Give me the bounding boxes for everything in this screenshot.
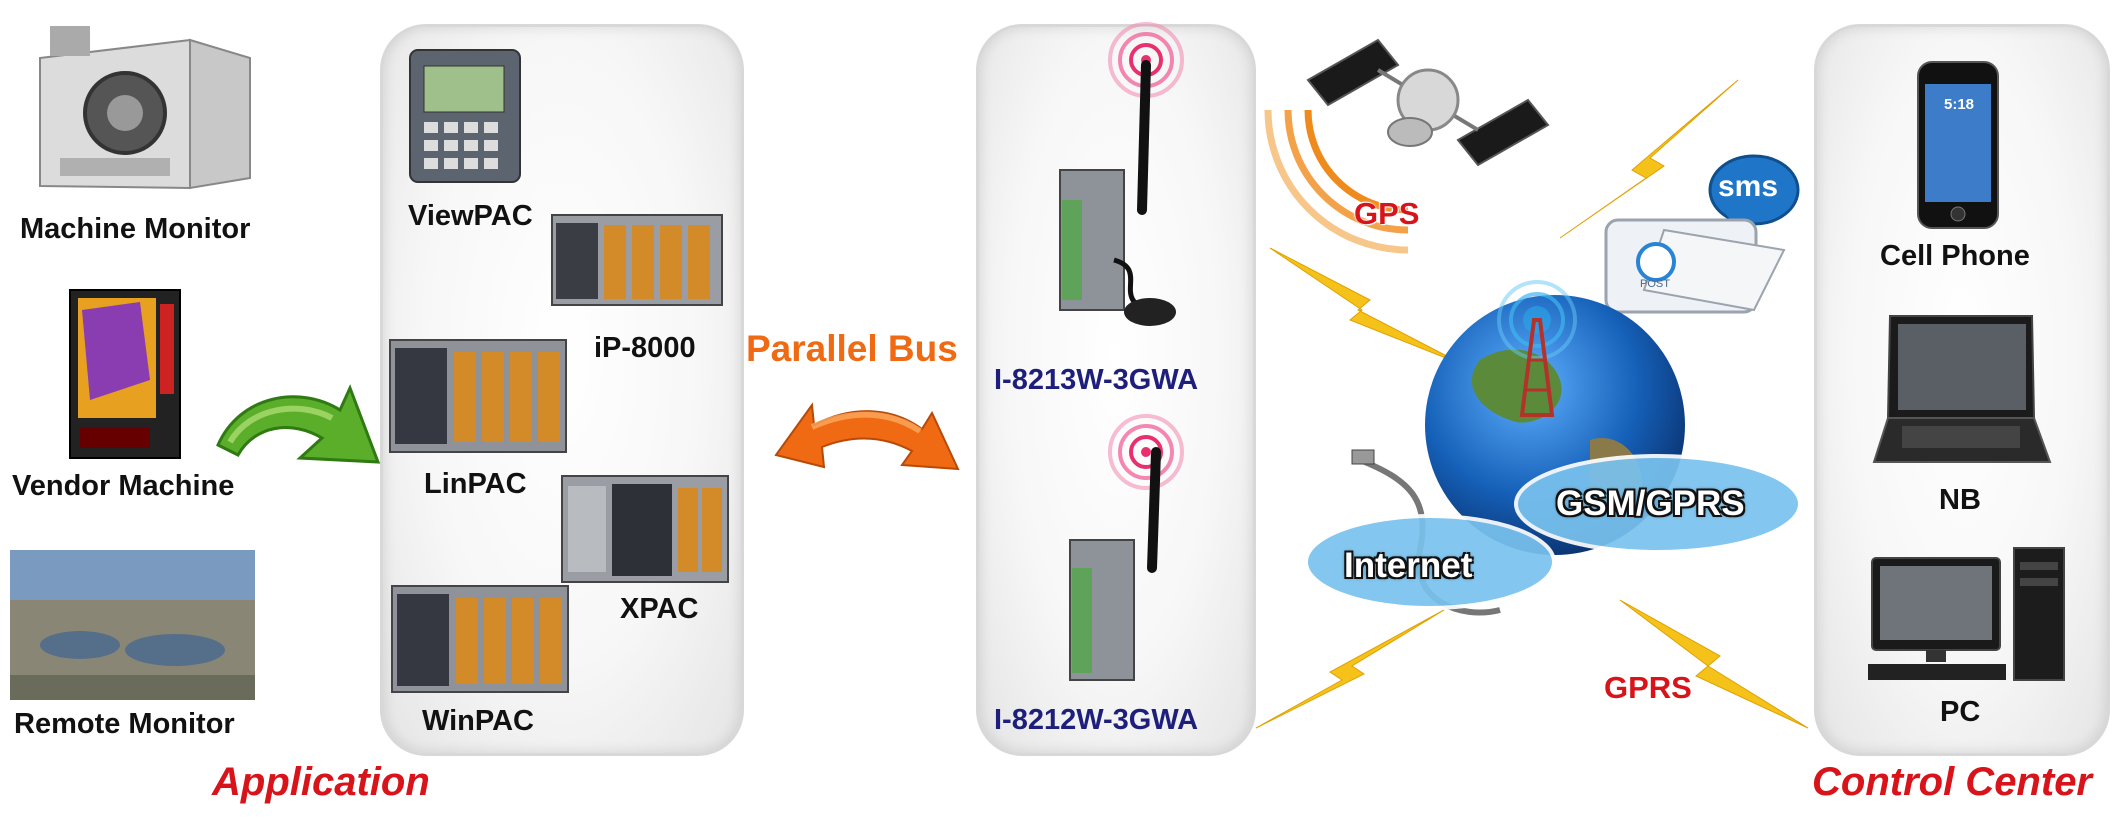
nb-label: NB <box>1939 484 1981 516</box>
machine-monitor-image <box>39 26 251 190</box>
cell-phone-label: Cell Phone <box>1880 240 2030 272</box>
tower-icon <box>1497 280 1577 417</box>
module-top-label: I-8213W-3GWA <box>994 364 1199 396</box>
lightning-gprs-icon <box>1619 599 1809 729</box>
module-bottom-image <box>1069 447 1161 681</box>
lightning-module-icon <box>1255 609 1445 729</box>
phone-time: 5:18 <box>1944 96 1975 113</box>
green-arrow-icon <box>216 384 381 464</box>
gps-waves-icon <box>1264 109 1409 254</box>
machine-monitor-label: Machine Monitor <box>20 213 251 245</box>
gprs-label: GPRS <box>1604 670 1692 705</box>
signal-rings-bottom-icon <box>1108 414 1184 490</box>
winpac-label: WinPAC <box>422 705 534 737</box>
bidirectional-arrow-icon <box>774 402 960 471</box>
pc-image <box>1868 547 2065 681</box>
vendor-machine-label: Vendor Machine <box>12 470 235 502</box>
application-section-title: Application <box>212 760 430 804</box>
ip8000-image <box>551 214 723 306</box>
gsm-gprs-label: GSM/GPRS <box>1556 484 1745 523</box>
module-bottom-label: I-8212W-3GWA <box>994 704 1199 736</box>
ip8000-label: iP-8000 <box>594 332 696 364</box>
control-center-section-title: Control Center <box>1812 760 2092 804</box>
xpac-image <box>561 475 729 583</box>
pc-label: PC <box>1940 696 1981 728</box>
xpac-label: XPAC <box>620 593 699 625</box>
post-label: POST <box>1640 278 1670 290</box>
linpac-label: LinPAC <box>424 468 527 500</box>
internet-bubble <box>1304 514 1556 610</box>
winpac-image <box>391 585 569 693</box>
satellite-image <box>1306 38 1550 167</box>
remote-monitor-label: Remote Monitor <box>14 708 235 740</box>
linpac-image <box>389 339 567 453</box>
sms-label: sms <box>1718 170 1779 203</box>
vendor-machine-image <box>69 289 181 459</box>
notebook-image <box>1872 315 2052 463</box>
cell-phone-image <box>1917 61 1999 229</box>
internet-label: Internet <box>1344 546 1473 585</box>
viewpac-image <box>409 49 521 183</box>
viewpac-label: ViewPAC <box>408 200 533 232</box>
module-top-image <box>1059 60 1176 326</box>
parallel-bus-label: Parallel Bus <box>746 328 958 369</box>
sms-mail-image <box>1604 154 1800 314</box>
remote-monitor-image <box>10 550 255 700</box>
gsm-gprs-bubble <box>1514 454 1802 554</box>
gps-label: GPS <box>1354 196 1420 231</box>
lightning-sms-icon <box>1559 79 1739 239</box>
